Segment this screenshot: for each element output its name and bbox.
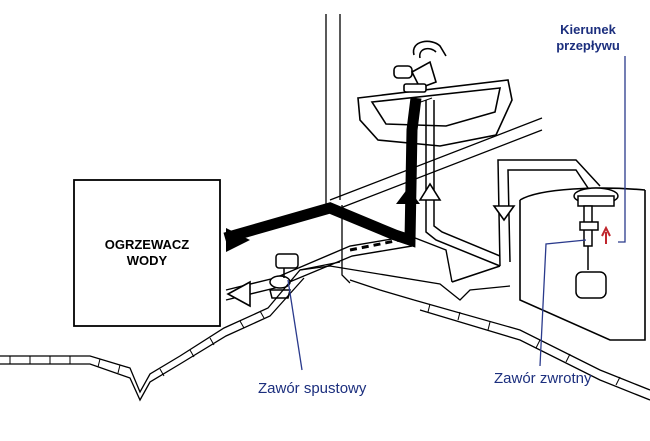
flow-direction-arrow: [601, 225, 611, 244]
floor-hatch: [9, 303, 621, 386]
water-heater-label-line1: OGRZEWACZ: [104, 237, 190, 252]
cabinet: [519, 187, 646, 341]
return-flow-arrow-2: [492, 205, 516, 222]
flow-direction-label-line1: Kierunek: [560, 22, 616, 37]
check-valve-label: Zawór zwrotny: [494, 370, 592, 387]
faucet: [393, 40, 447, 93]
water-heater-label-line2: WODY: [126, 253, 168, 268]
wash-basin: [357, 79, 513, 147]
return-flow-arrow-1: [418, 182, 442, 201]
cold-flow-arrow: [226, 280, 251, 308]
drain-valve: [269, 253, 299, 299]
flow-direction-label: Kierunek przepływu: [533, 22, 643, 54]
check-valve-assembly: [573, 187, 619, 299]
flow-direction-label-line2: przepływu: [556, 38, 620, 53]
floor-outline: [0, 261, 650, 402]
hot-flow-arrow-2: [396, 188, 420, 204]
hot-flow-arrow-1: [226, 228, 250, 252]
return-pipe: [425, 100, 601, 283]
wall-outline: [325, 14, 543, 284]
drain-valve-label: Zawór spustowy: [258, 380, 367, 397]
pointer-lines: [287, 56, 626, 371]
water-heater-label: OGRZEWACZ WODY: [74, 237, 220, 269]
water-heater: [73, 179, 221, 327]
